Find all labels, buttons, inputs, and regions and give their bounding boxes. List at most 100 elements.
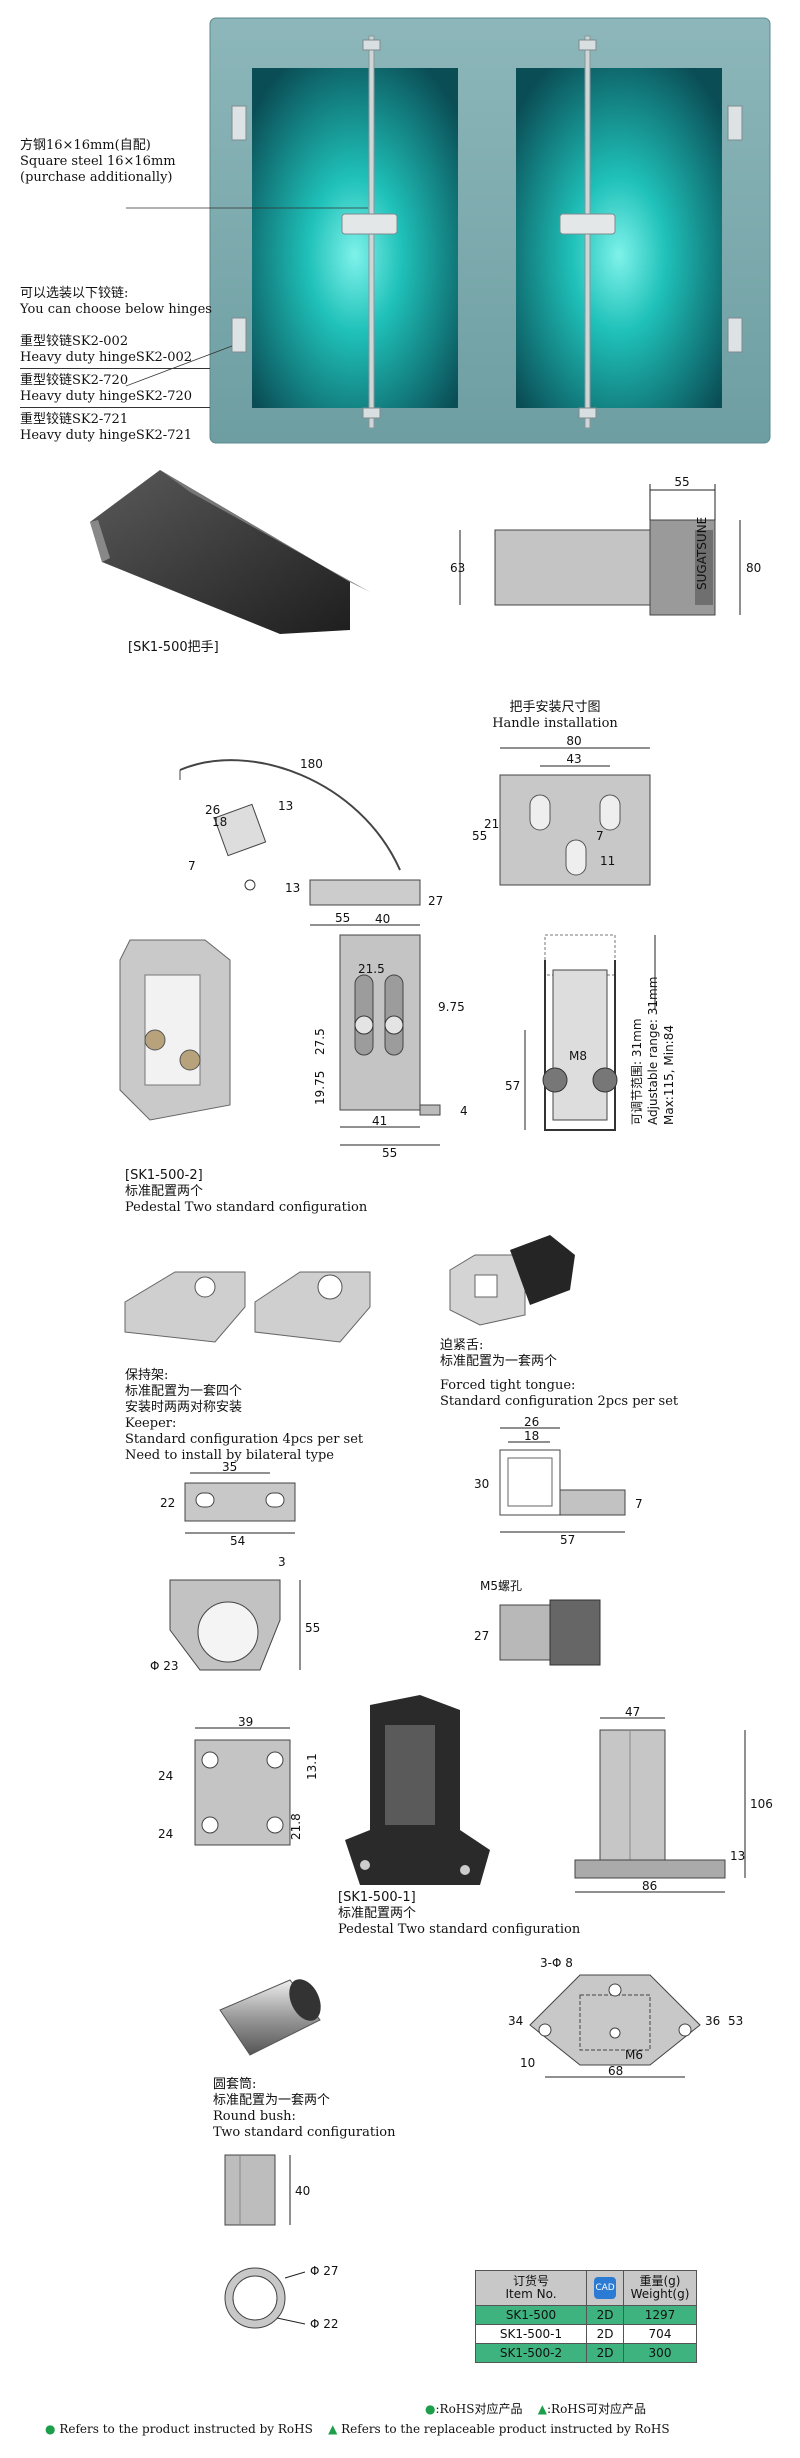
keeper-front-drawing: 3 55 Φ 23 [150,1555,320,1690]
steel-label-en2: (purchase additionally) [20,170,173,185]
dim-i7: 7 [596,829,604,843]
bush-zh2: 标准配置为一套两个 [213,2093,331,2108]
tongue-drawing: 26 18 30 7 57 [470,1415,660,1560]
col-item-no: 订货号 Item No. [475,2270,587,2306]
pedestal1-zh: 标准配置两个 [338,1906,417,1921]
hinge-options-en: You can choose below hinges [20,302,212,317]
dim-27-5: 27.5 [313,1028,327,1055]
dim-24a: 24 [158,1769,173,1783]
install-title-en: Handle installation [492,716,618,731]
dim-3phi8: 3-Φ 8 [540,1956,573,1970]
dim-3: 3 [278,1555,286,1569]
spec-table: 订货号 Item No. CAD 重量(g) Weight(g) SK1-500… [475,2270,697,2363]
pedestal2-caption: [SK1-500-2] [125,1168,203,1183]
hinge-zh: 重型铰链SK2-721 [20,412,129,427]
tongue-zh1: 迫紧舌: [440,1338,484,1353]
pedestal1-front-drawing: 47 106 13 86 [570,1705,773,1900]
adjust-range: Max:115, Min:84 [662,1025,676,1125]
handle-photo [80,462,410,637]
hinge-sk2-721: 重型铰链SK2-721 Heavy duty hingeSK2-721 [20,408,210,446]
pedestal1-base-drawing: 3-Φ 8 34 36 53 10 M6 68 [500,1955,750,2090]
dim-phi27: Φ 27 [310,2264,339,2278]
rohs-triangle-icon: ▲ [537,2402,547,2416]
hinge-en: Heavy duty hingeSK2-002 [20,350,193,365]
col-weight-en: Weight(g) [630,2287,690,2301]
dim-68: 68 [608,2064,623,2078]
dim-53: 53 [728,2014,743,2028]
m6-label: M6 [625,2048,643,2062]
dim-13a: 13 [278,799,293,813]
dim-40b: 40 [295,2184,310,2198]
rohs-zh: :RoHS对应产品 [435,2402,523,2416]
hinge-en: Heavy duty hingeSK2-721 [20,428,193,443]
pedestal1-top-drawing: 39 24 24 21.8 13.1 [150,1715,330,1860]
rohs-en: Refers to the product instructed by RoHS [59,2422,313,2436]
pedestal1-caption: [SK1-500-1] [338,1890,416,1905]
dim-10: 10 [520,2056,535,2070]
tongue-en2: Standard configuration 2pcs per set [440,1394,679,1409]
keeper-en2: Standard configuration 4pcs per set [125,1432,364,1447]
dim-106: 106 [750,1797,773,1811]
dim-phi22: Φ 22 [310,2317,339,2331]
brand-mark: SUGATSUNE [695,517,709,590]
dim-21-8: 21.8 [289,1813,303,1840]
item-cell: SK1-500 [475,2305,587,2325]
pedestal1-photo [340,1690,490,1890]
keeper-top-drawing: 35 22 54 [160,1460,310,1548]
hinge-sk2-720: 重型铰链SK2-720 Heavy duty hingeSK2-720 [20,369,210,408]
dim-40: 40 [375,912,390,926]
handle-install-drawing: 80 43 55 21 7 11 [470,734,680,900]
weight-cell: 300 [623,2343,697,2363]
tongue-zh2: 标准配置为一套两个 [440,1354,558,1369]
cad-icon: CAD [594,2277,616,2299]
dim-13b: 13 [285,881,300,895]
keeper-photo [115,1262,380,1352]
dim-4: 4 [460,1104,468,1118]
dim-39: 39 [238,1715,253,1729]
handle-caption: [SK1-500把手] [128,640,219,655]
bush-zh1: 圆套筒: [213,2077,257,2092]
table-row: SK1-500-1 2D 704 [475,2324,697,2344]
dim-47: 47 [625,1705,640,1719]
dim-18: 18 [212,815,227,829]
dim-55k: 55 [305,1621,320,1635]
dim-27t: 27 [474,1629,489,1643]
dim-55p: 55 [382,1146,397,1160]
dim-41: 41 [372,1114,387,1128]
rohs-dot-icon-en: ● [45,2422,56,2436]
cad-cell: 2D [586,2324,624,2344]
hinge-zh: 重型铰链SK2-720 [20,373,129,388]
dim-57: 57 [505,1079,520,1093]
keeper-en3: Need to install by bilateral type [125,1448,334,1463]
dim-13-1: 13.1 [305,1753,319,1780]
hinge-zh: 重型铰链SK2-002 [20,334,129,349]
table-row: SK1-500-2 2D 300 [475,2343,697,2363]
bush-photo [210,1975,330,2060]
dim-54: 54 [230,1534,245,1548]
bush-en1: Round bush: [213,2109,296,2124]
dim-i43: 43 [566,752,581,766]
rohs-dot-icon: ● [425,2402,436,2416]
dim-36: 36 [705,2014,720,2028]
rohs-sub-zh: :RoHS可对应产品 [546,2402,646,2416]
dim-26t: 26 [524,1415,539,1429]
cad-cell: 2D [586,2343,624,2363]
tongue-photo [440,1230,580,1330]
dim-27: 27 [428,894,443,908]
steel-label-en: Square steel 16×16mm [20,154,176,169]
steel-label-zh: 方钢16×16mm(自配) [20,138,151,153]
pedestal2-en: Pedestal Two standard configuration [125,1200,368,1215]
dim-i11: 11 [600,854,615,868]
rohs-sub-en: Refers to the replaceable product instru… [341,2422,670,2436]
hinge-options-zh: 可以选装以下铰链: [20,286,129,301]
dim-19-75: 19.75 [313,1071,327,1105]
weight-cell: 1297 [623,2305,697,2325]
item-cell: SK1-500-1 [475,2324,587,2344]
col-cad: CAD [586,2270,624,2306]
rohs-triangle-icon-en: ▲ [328,2422,338,2436]
keeper-zh3: 安装时两两对称安装 [125,1400,243,1415]
handle-side-drawing: 55 63 80 SUGATSUNE [440,470,770,640]
dim-86: 86 [642,1879,657,1893]
dim-34: 34 [508,2014,523,2028]
cabinet-illustration [125,17,771,444]
